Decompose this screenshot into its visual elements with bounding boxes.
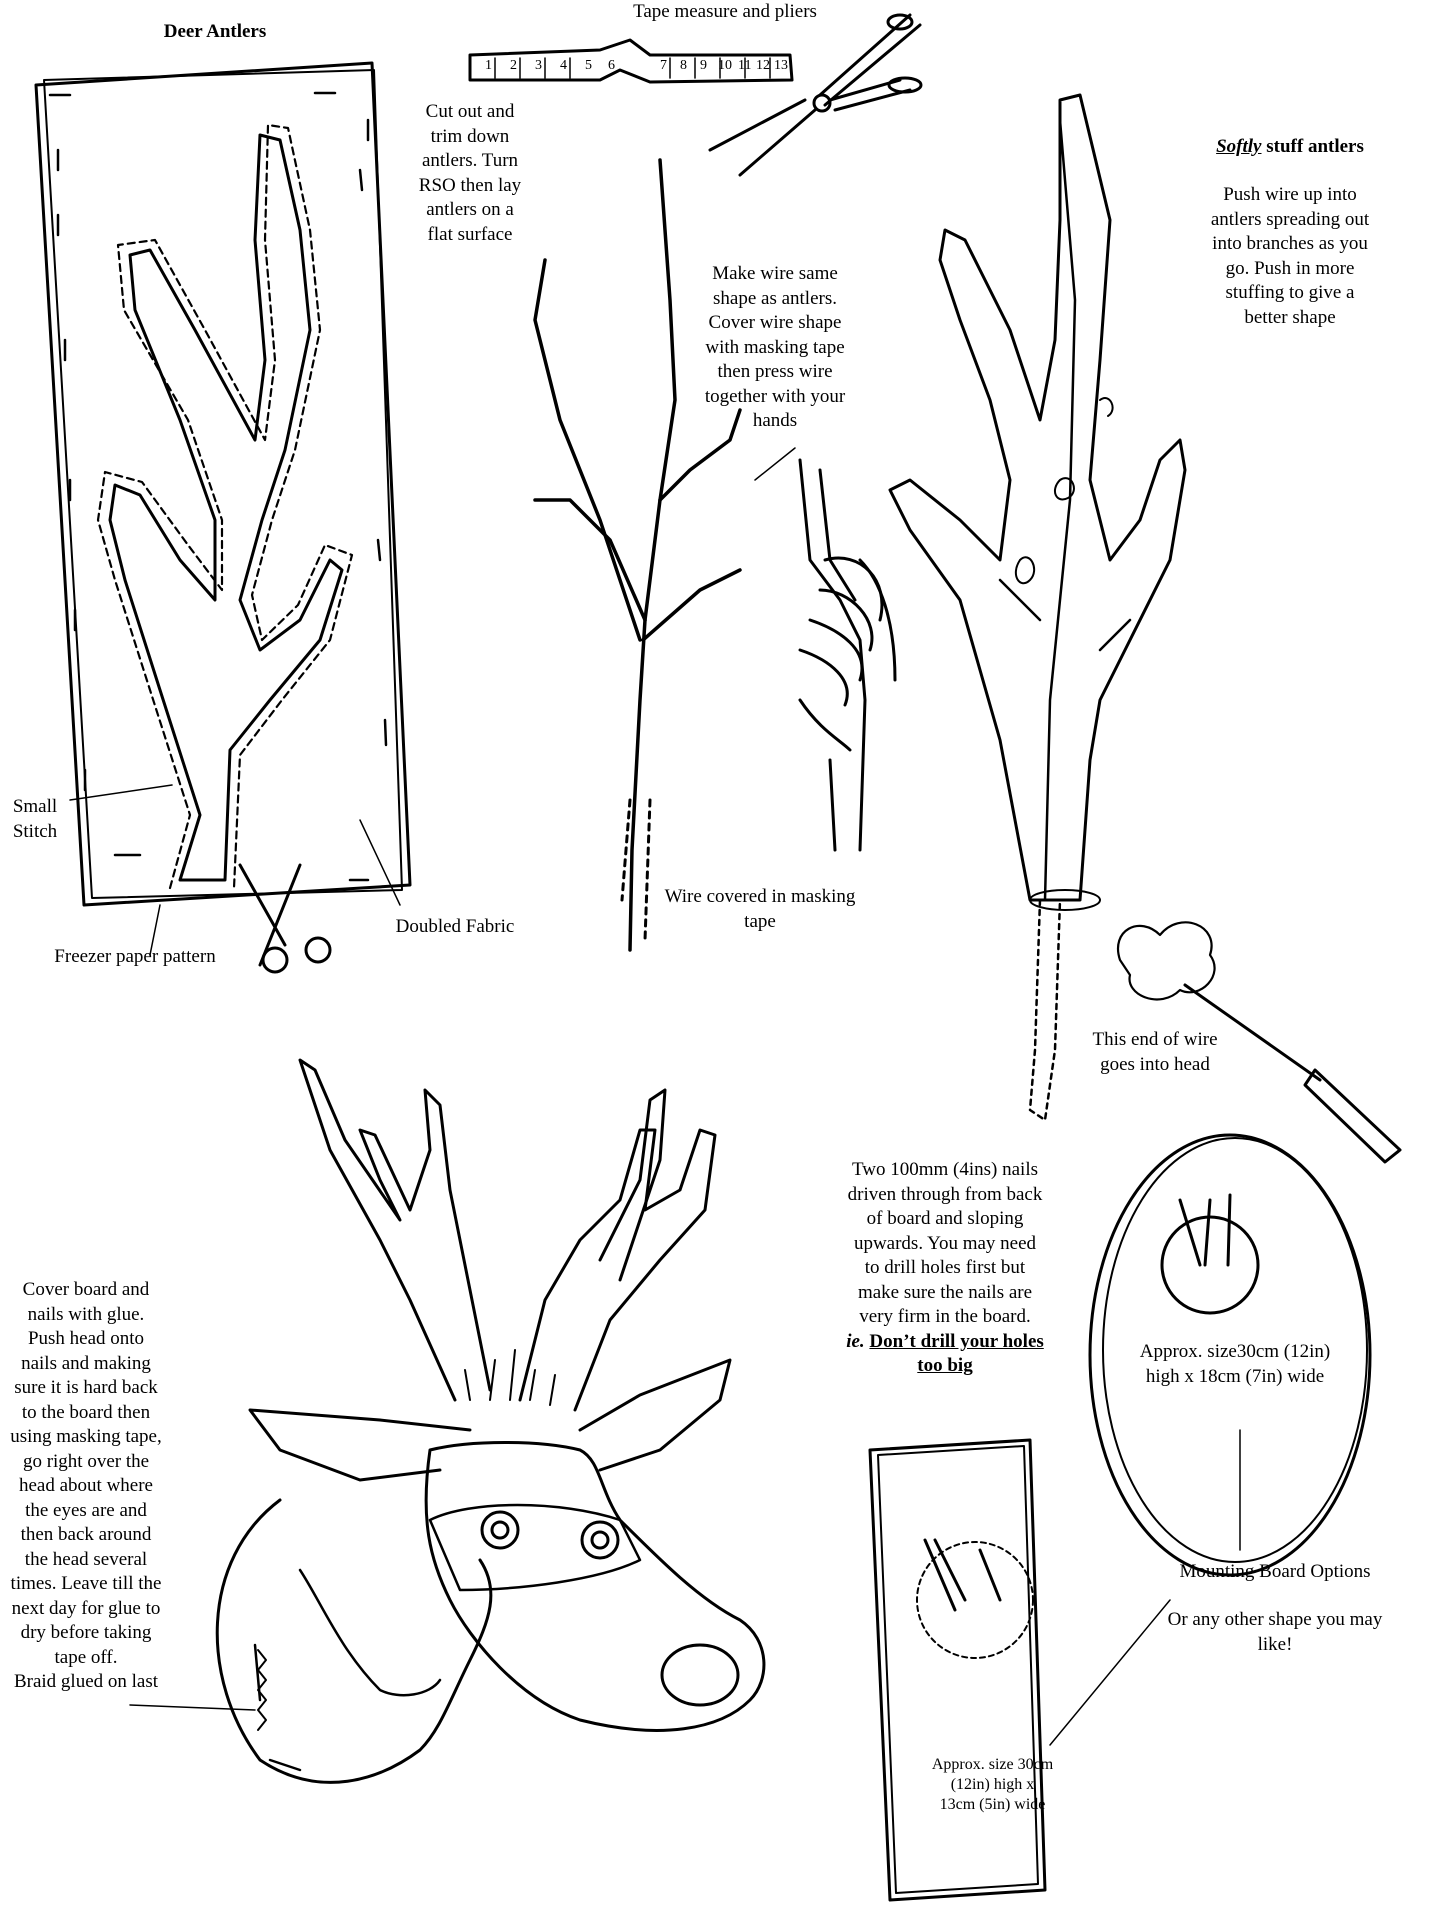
stuffed-antler-drawing — [890, 95, 1185, 1120]
doubled-fabric-label: Doubled Fabric — [375, 915, 535, 940]
tape-number: 8 — [680, 58, 687, 74]
tape-number: 13 — [774, 58, 788, 74]
tape-number: 11 — [738, 58, 751, 74]
softly-stuff-heading: Softly stuff antlers — [1170, 135, 1410, 160]
braid-pointer-line — [130, 1705, 255, 1710]
tape-number: 2 — [510, 58, 517, 74]
tape-number: 10 — [718, 58, 732, 74]
tape-number: 3 — [535, 58, 542, 74]
tape-number: 6 — [608, 58, 615, 74]
hand-with-wire-drawing — [800, 460, 895, 850]
tape-number: 5 — [585, 58, 592, 74]
page-title: Deer Antlers — [135, 20, 295, 45]
tape-measure-numbers: 1 2 3 4 5 6 7 8 9 10 11 12 13 — [480, 58, 790, 78]
fabric-antler-pattern-drawing — [36, 63, 410, 972]
freezer-paper-label: Freezer paper pattern — [35, 945, 235, 970]
tape-number: 12 — [756, 58, 770, 74]
tape-number: 4 — [560, 58, 567, 74]
pliers-drawing — [710, 15, 921, 175]
tape-number: 7 — [660, 58, 667, 74]
tape-number: 1 — [485, 58, 492, 74]
mounting-options-label: Mounting Board Options — [1155, 1560, 1395, 1585]
tape-number: 9 — [700, 58, 707, 74]
tools-label: Tape measure and pliers — [600, 0, 850, 25]
mounted-deer-head-drawing — [217, 1060, 764, 1782]
oval-size-label: Approx. size30cm (12in)high x 18cm (7in)… — [1105, 1340, 1365, 1389]
wire-pointer-line — [755, 448, 795, 480]
rectangle-mounting-board-drawing — [870, 1440, 1170, 1900]
